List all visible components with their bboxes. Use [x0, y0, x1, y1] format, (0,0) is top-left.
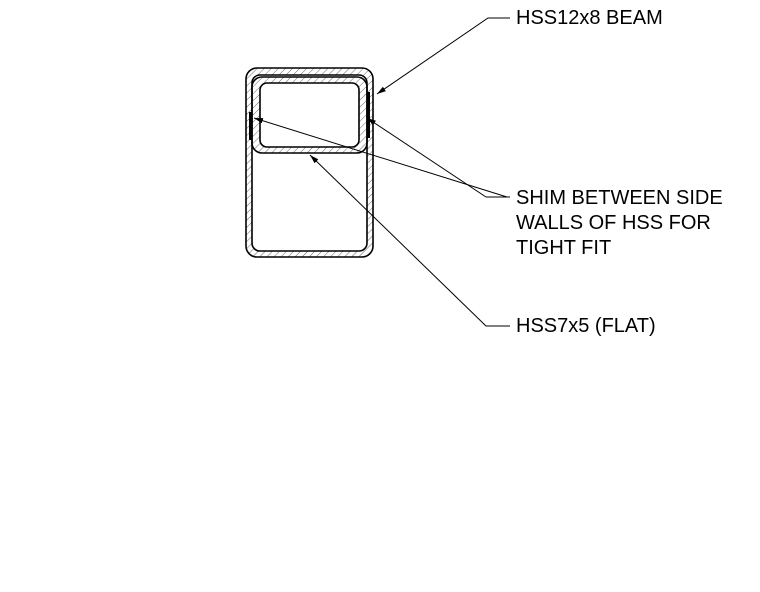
shim-left [249, 112, 252, 140]
callout-tube: HSS7x5 (FLAT) [516, 315, 656, 337]
callout-shim-line-3: TIGHT FIT [516, 237, 612, 259]
callout-shim-line-1: SHIM BETWEEN SIDE [516, 187, 723, 209]
shim-right [367, 92, 370, 138]
leader-shim-right [366, 117, 487, 198]
leader-tube [309, 154, 510, 327]
hss7x5-tube-wall [251, 76, 368, 154]
callout-shim-line-2: WALLS OF HSS FOR [516, 212, 711, 234]
leader-shim-left [253, 117, 508, 198]
leader-beam [376, 17, 510, 95]
hss12x8-beam-wall [245, 67, 374, 258]
callout-beam: HSS12x8 BEAM [516, 7, 663, 29]
